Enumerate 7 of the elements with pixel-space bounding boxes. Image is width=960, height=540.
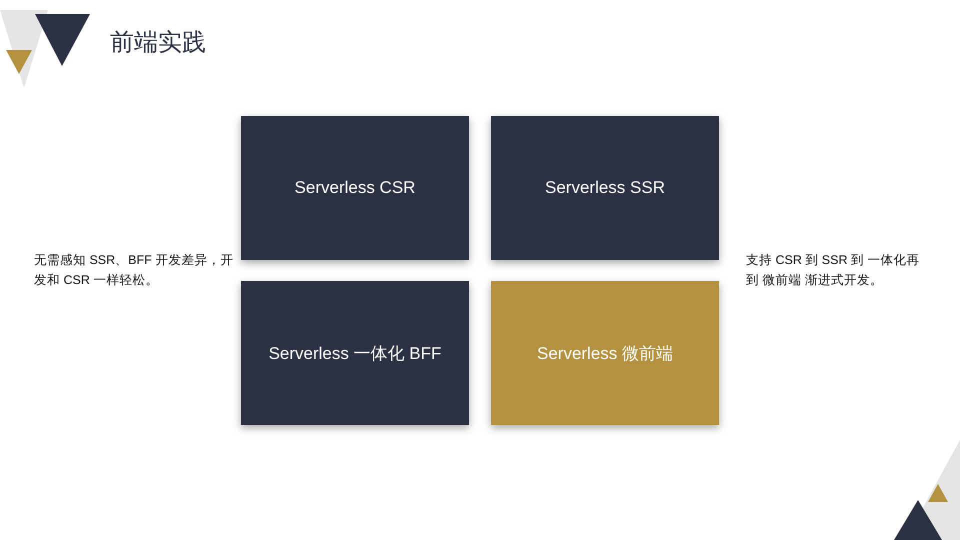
feature-box: Serverless CSR	[241, 116, 469, 260]
note-text: 无需感知 SSR、BFF 开发差异，开发和 CSR 一样轻松。	[34, 252, 234, 289]
feature-box: Serverless 一体化 BFF	[241, 281, 469, 425]
feature-box: Serverless 微前端	[491, 281, 719, 425]
note-text: 支持 CSR 到 SSR 到 一体化再到 微前端 渐进式开发。	[746, 252, 920, 289]
slide-title: 前端实践	[110, 28, 206, 58]
feature-box: Serverless SSR	[491, 116, 719, 260]
